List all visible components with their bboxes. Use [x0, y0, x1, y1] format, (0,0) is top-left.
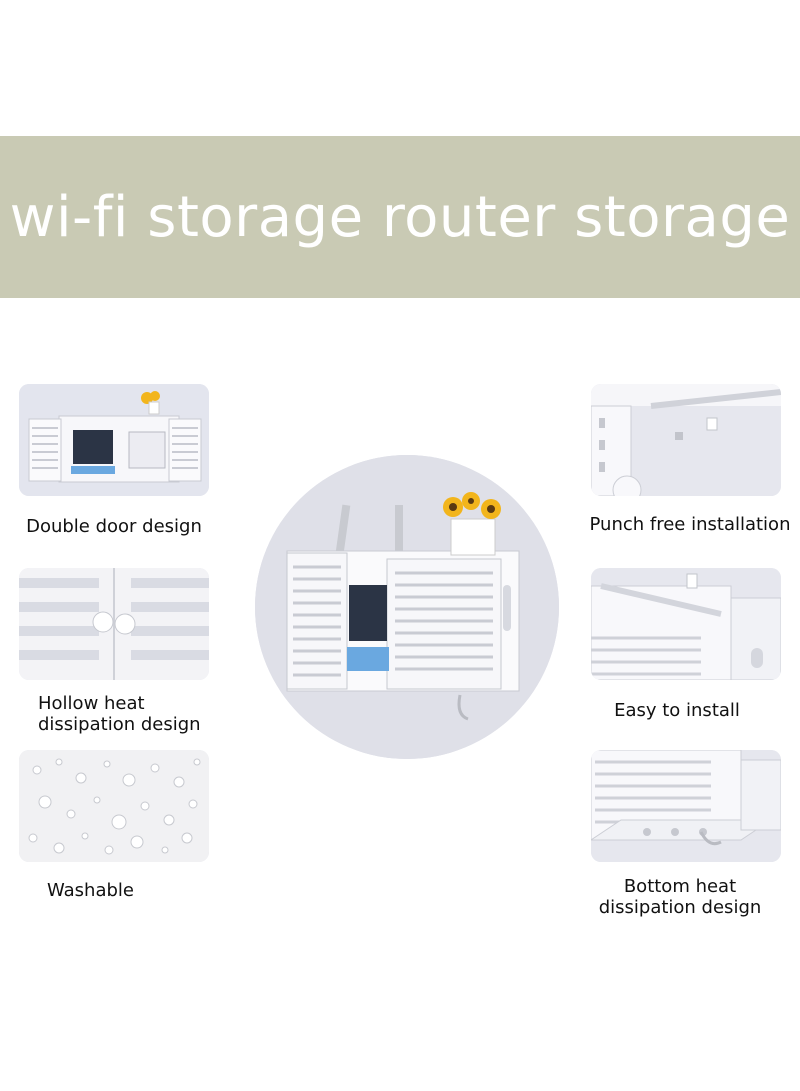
banner-title: wi-fi storage router storage [9, 184, 791, 250]
caption-hollow-heat: Hollow heat dissipation design [38, 693, 201, 735]
washable-photo [19, 750, 209, 862]
caption-bottom-heat: Bottom heat dissipation design [598, 876, 762, 918]
double-door-photo [19, 384, 209, 496]
hollow-heat-photo [19, 568, 209, 680]
caption-double-door: Double door design [26, 516, 202, 537]
product-main-photo [255, 455, 559, 759]
easy-install-photo [591, 568, 781, 680]
title-banner: wi-fi storage router storage [0, 136, 800, 298]
caption-easy-install: Easy to install [614, 700, 740, 721]
punch-free-photo [591, 384, 781, 496]
bottom-heat-photo [591, 750, 781, 862]
caption-punch-free: Punch free installation [589, 514, 791, 535]
caption-washable: Washable [47, 880, 134, 901]
